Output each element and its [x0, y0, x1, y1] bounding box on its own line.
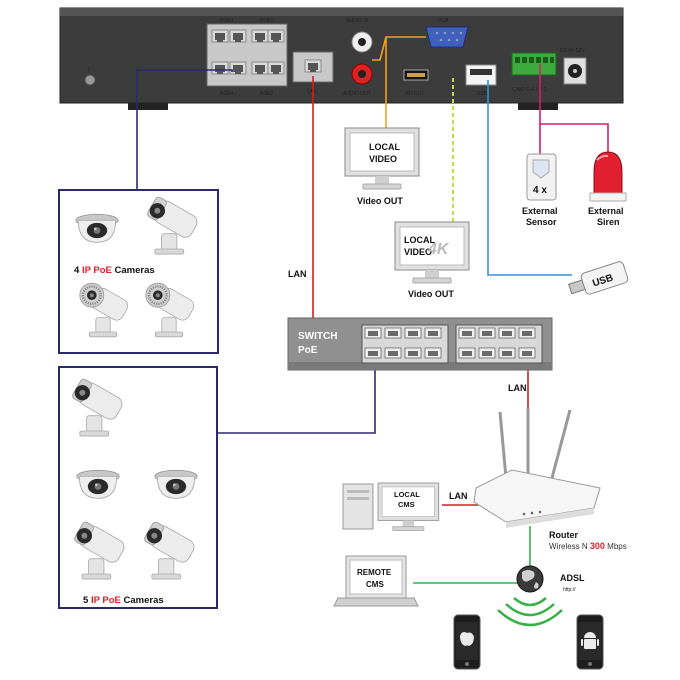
local-video-caption: Video OUT [357, 196, 403, 206]
vga-port[interactable] [425, 26, 469, 48]
poe-switch: SWITCH PoE [287, 317, 553, 371]
audio-out-label: AUDIO OUT [343, 91, 371, 97]
camera-group-5: 5 IP PoE Cameras [58, 366, 218, 609]
lan-port-label: LAN [307, 89, 317, 95]
usb-port-label: USB [477, 91, 488, 97]
vga-label: VGA [438, 18, 449, 24]
sensor-label-line2: Sensor [526, 217, 557, 227]
switch-port[interactable] [458, 327, 476, 339]
remote-cms-line1: REMOTE [357, 568, 392, 577]
local-video-line2: VIDEO [369, 154, 397, 164]
switch-port[interactable] [458, 347, 476, 359]
switch-label-line1: SWITCH [298, 331, 337, 342]
power-label: DC48~52V [560, 48, 585, 54]
switch-port[interactable] [404, 347, 422, 359]
poe2-port[interactable] [251, 61, 269, 75]
local-video-4k-line1: LOCAL [404, 235, 435, 245]
poe1-port[interactable] [251, 29, 269, 43]
android-icon [581, 632, 599, 649]
camera-group-4-title: 4 IP PoE Cameras [74, 265, 155, 276]
local-video-monitor: LOCAL VIDEO Video OUT [344, 127, 420, 206]
switch-port[interactable] [384, 347, 402, 359]
android-phone [576, 614, 604, 670]
switch-port[interactable] [384, 327, 402, 339]
switch-port[interactable] [478, 347, 496, 359]
nvr-foot-right [518, 103, 558, 110]
hdmi-label: HD-OUT [405, 91, 424, 97]
poe4-label: POE4 [220, 91, 234, 97]
switch-port[interactable] [498, 347, 516, 359]
local-video-4k-monitor: LOCAL VIDEO 4K Video OUT [394, 221, 470, 299]
switch-ports-right [455, 324, 543, 364]
apple-icon [460, 632, 474, 646]
switch-port[interactable] [498, 327, 516, 339]
camera-group-4: 4 IP PoE Cameras [58, 189, 219, 354]
remote-cms-line2: CMS [366, 580, 384, 589]
link-alarm-siren [539, 64, 609, 152]
wireless-waves-icon [497, 597, 563, 627]
lan-label-switch-router: LAN [508, 383, 527, 393]
link-usb [487, 80, 572, 276]
local-cms-line2: CMS [398, 500, 415, 509]
link-poe-to-cameras-4 [136, 69, 233, 190]
link-audio-vga [372, 36, 426, 61]
switch-port[interactable] [404, 327, 422, 339]
poe4-port[interactable] [211, 61, 229, 75]
siren-label-line2: Siren [597, 217, 620, 227]
router-subtitle: Wireless N 300 Mbps [549, 541, 627, 551]
link-switch-to-cameras-5 [217, 358, 376, 434]
switch-port[interactable] [364, 327, 382, 339]
adsl-url: http:// [563, 587, 576, 593]
nvr-foot-left [128, 103, 168, 110]
iphone [453, 614, 481, 670]
local-cms-pc: LOCAL CMS [342, 482, 440, 532]
router-title: Router [549, 530, 578, 540]
local-cms-line1: LOCAL [394, 490, 420, 499]
svg-text:⏚: ⏚ [86, 66, 91, 73]
router: Router Wireless N 300 Mbps [473, 408, 627, 551]
sensor-count: 4 x [533, 185, 547, 196]
switch-port[interactable] [518, 347, 536, 359]
poe3-port[interactable] [211, 29, 229, 43]
audio-in-label: AUDIO IN [346, 18, 369, 24]
sensor-label-line1: External [522, 206, 558, 216]
poe3-label: POE3 [220, 18, 234, 24]
switch-port[interactable] [424, 327, 442, 339]
usb-stick: USB [568, 261, 629, 295]
siren-icon [593, 151, 623, 197]
switch-ports-left [361, 324, 449, 364]
external-sensor: 4 x External Sensor [522, 153, 558, 227]
local-video-4k-caption: Video OUT [408, 289, 454, 299]
poe1-label: POE1 [260, 18, 274, 24]
local-video-line1: LOCAL [369, 142, 400, 152]
switch-port[interactable] [364, 347, 382, 359]
switch-port[interactable] [518, 327, 536, 339]
external-siren: External Siren [588, 151, 627, 227]
adsl-internet: ADSL http:// [497, 565, 585, 627]
remote-cms-laptop: REMOTE CMS [333, 555, 419, 607]
badge-4k: 4K [427, 241, 450, 258]
alarm-terminal[interactable] [511, 52, 557, 76]
ground-screw-icon [84, 74, 96, 86]
adsl-label: ADSL [560, 573, 585, 583]
nvr-device: ⏚ POE3 POE1 POE4 POE2 LAN AUDIO IN AUDIO… [59, 7, 624, 110]
switch-label-line2: PoE [298, 345, 318, 356]
lan-label-nvr-switch: LAN [288, 269, 307, 279]
poe2-label: POE2 [260, 91, 274, 97]
poe-port-group: POE3 POE1 POE4 POE2 [206, 18, 288, 97]
local-video-4k-line2: VIDEO [404, 247, 432, 257]
siren-label-line1: External [588, 206, 624, 216]
camera-group-5-title: 5 IP PoE Cameras [83, 595, 164, 606]
switch-port[interactable] [478, 327, 496, 339]
lan-port[interactable] [304, 59, 322, 73]
lan-label-cms-router: LAN [449, 491, 468, 501]
alarm-pins-label: C NO G 4 3 2 1 [512, 87, 547, 93]
switch-port[interactable] [424, 347, 442, 359]
